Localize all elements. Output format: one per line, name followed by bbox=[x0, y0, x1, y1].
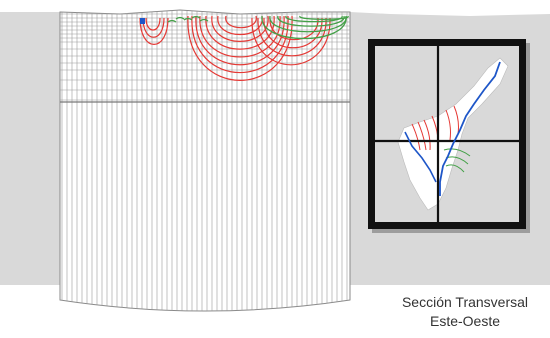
flow-arc-green bbox=[175, 16, 185, 20]
mesh-grid bbox=[60, 10, 350, 311]
inset-stream-green bbox=[443, 148, 471, 157]
inset-stream-red bbox=[417, 121, 427, 151]
flow-arc-green bbox=[183, 17, 193, 21]
mesh-block bbox=[59, 9, 351, 312]
flow-arc-red bbox=[187, 15, 293, 81]
inset-stream-red bbox=[411, 123, 421, 151]
surface-marker bbox=[140, 18, 145, 24]
flow-arc-red bbox=[139, 17, 169, 45]
flow-arc-green bbox=[199, 18, 209, 22]
inset-stream-green bbox=[445, 164, 465, 173]
caption-line-1: Sección Transversal bbox=[401, 294, 529, 310]
flow-lines-red bbox=[139, 15, 331, 81]
flow-arc-red bbox=[142, 17, 165, 38]
flow-arc-red bbox=[251, 17, 331, 66]
flow-arc-green bbox=[299, 15, 349, 20]
section-caption: Sección Transversal Este-Oeste bbox=[385, 293, 545, 331]
flow-arc-green bbox=[167, 19, 177, 23]
flow-arc-red bbox=[217, 15, 263, 35]
flow-arc-red bbox=[263, 17, 323, 49]
inset-stream-red bbox=[423, 119, 431, 151]
inset-river-blue bbox=[439, 61, 501, 196]
inset-stream-red bbox=[445, 109, 451, 141]
inset-river-blue-west bbox=[404, 131, 437, 183]
inset-map bbox=[368, 39, 530, 233]
flow-arc-red bbox=[199, 15, 281, 58]
flow-arc-green bbox=[269, 15, 347, 33]
caption-line-2: Este-Oeste bbox=[429, 313, 501, 329]
flow-arc-red bbox=[191, 15, 289, 74]
flow-arc-green bbox=[191, 15, 201, 19]
flow-arc-red bbox=[257, 17, 327, 57]
flow-arc-green bbox=[285, 15, 343, 23]
flow-arc-green bbox=[261, 15, 347, 40]
flow-lines-green bbox=[167, 15, 349, 40]
flow-arc-red bbox=[225, 15, 257, 29]
flow-arc-green bbox=[277, 15, 345, 27]
flow-arc-red bbox=[145, 17, 161, 31]
flow-arc-red bbox=[211, 15, 269, 42]
